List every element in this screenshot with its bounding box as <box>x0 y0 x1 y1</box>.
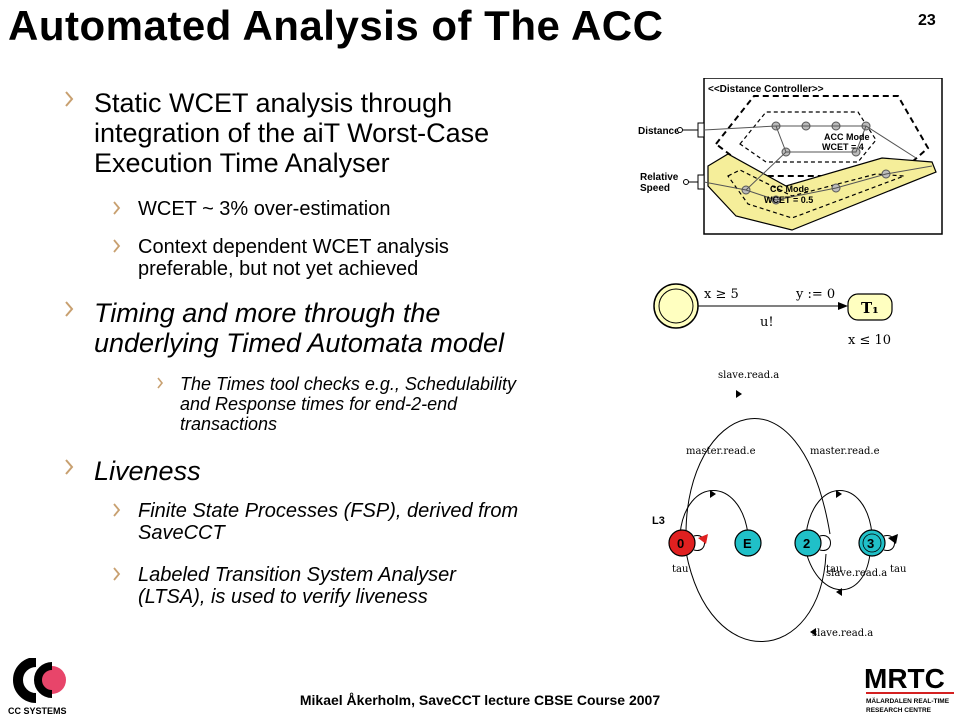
automaton-guard: x ≥ 5 <box>704 287 739 302</box>
slide-number: 23 <box>918 12 936 29</box>
input-relative-box <box>697 174 705 190</box>
mrtc-sub-1: MÄLARDALEN REAL-TIME <box>866 697 950 705</box>
mrtc-logo: MRTC MÄLARDALEN REAL-TIME RESEARCH CENTR… <box>864 663 954 714</box>
slide-title: Automated Analysis of The ACC <box>8 2 664 49</box>
tau-label-3: tau <box>890 564 907 575</box>
cc-systems-logo: CC SYSTEMS <box>8 658 67 716</box>
mrtc-rule <box>866 692 954 694</box>
arc-left <box>679 490 749 535</box>
bullet-text: Finite State Processes (FSP), derived fr… <box>138 500 519 544</box>
chevron-icon <box>64 301 94 317</box>
slide-footer: Mikael Åkerholm, SaveCCT lecture CBSE Co… <box>299 692 661 708</box>
cc-mode-inner <box>727 169 905 219</box>
automaton-invariant: x ≤ 10 <box>848 333 891 348</box>
arc-bottom1-label: slave.read.a <box>826 568 887 579</box>
input-relative-label-1: Relative <box>640 172 679 183</box>
lts-state-2 <box>794 529 822 557</box>
bullet-context-dependent: Context dependent WCET analysis preferab… <box>112 236 449 280</box>
acc-mode-label: ACC Mode <box>824 132 870 142</box>
bullet-liveness: Liveness <box>64 456 201 486</box>
bullet-text: Static WCET analysis through integration… <box>94 88 490 178</box>
bullet-text: Context dependent WCET analysis preferab… <box>138 236 449 280</box>
chevron-icon <box>64 91 94 107</box>
arc-right <box>805 490 873 535</box>
bullet-static-wcet: Static WCET analysis through integration… <box>64 88 489 178</box>
tau-label-2: tau <box>826 564 843 575</box>
controller-title: <<Distance Controller>> <box>708 84 824 95</box>
bullet-text: Timing and more through the underlying T… <box>94 298 504 358</box>
arc-right-label: master.read.e <box>810 446 880 457</box>
bullet-text: Liveness <box>94 456 201 486</box>
mrtc-logo-text: MRTC <box>864 663 945 694</box>
arc-left-label: master.read.e <box>686 446 756 457</box>
automaton-edge-arrow <box>838 302 848 310</box>
chevron-icon <box>112 201 138 215</box>
lts-state-label-2: 2 <box>803 536 810 551</box>
bullet-wcet-overestimation: WCET ~ 3% over-estimation <box>112 198 391 220</box>
input-distance-label: Distance <box>638 126 680 137</box>
lts-diagram: slave.read.a master.read.e master.read.e… <box>652 370 907 642</box>
input-relative-label-2: Speed <box>640 183 670 194</box>
automaton-sync: u! <box>760 315 774 330</box>
input-relative-port <box>683 179 689 185</box>
arc-top <box>685 418 831 535</box>
cc-wcet-label: WCET = 0.5 <box>764 195 813 205</box>
bullet-times-tool: The Times tool checks e.g., Schedulabili… <box>156 374 516 434</box>
bullet-text: Labeled Transition System Analyser (LTSA… <box>138 564 456 608</box>
bullet-text: The Times tool checks e.g., Schedulabili… <box>180 374 516 434</box>
mrtc-sub-2: RESEARCH CENTRE <box>866 707 932 714</box>
lts-state-label-0: 0 <box>677 536 684 551</box>
chevron-icon <box>112 239 138 253</box>
chevron-icon <box>112 503 138 517</box>
lts-state-0 <box>668 529 696 557</box>
automaton-reset: y := 0 <box>795 287 835 302</box>
automaton-state-target <box>847 293 893 321</box>
bullet-fsp: Finite State Processes (FSP), derived fr… <box>112 500 518 544</box>
automaton-target-label: T₁ <box>861 299 879 317</box>
lts-state-3-ring <box>862 533 882 553</box>
arc-top-label: slave.read.a <box>718 370 779 381</box>
lts-label: L3 <box>652 515 665 527</box>
lts-state-e <box>734 529 762 557</box>
chevron-icon <box>112 567 138 581</box>
acc-wcet-label: WCET = 4 <box>822 142 864 152</box>
input-distance-port <box>677 127 683 133</box>
cc-mode-label: CC Mode <box>770 184 809 194</box>
chevron-icon <box>156 377 180 389</box>
chevron-icon <box>64 459 94 475</box>
cc-mode-region <box>707 153 937 231</box>
distance-controller-diagram: <<Distance Controller>> Distance Relativ… <box>638 78 943 235</box>
bullet-timing: Timing and more through the underlying T… <box>64 298 504 358</box>
input-distance-box <box>697 122 705 138</box>
arc-bottom-outer <box>685 551 827 642</box>
bullet-text: WCET ~ 3% over-estimation <box>138 198 391 220</box>
cc-logo-text: CC SYSTEMS <box>8 706 67 716</box>
automaton-state-initial-inner <box>658 288 694 324</box>
tau-label-0: tau <box>672 564 689 575</box>
lts-state-label-3: 3 <box>867 536 874 551</box>
lts-state-label-e: E <box>743 536 752 551</box>
bullet-ltsa: Labeled Transition System Analyser (LTSA… <box>112 564 456 608</box>
timed-automaton-diagram: x ≥ 5 y := 0 u! T₁ x ≤ 10 <box>653 283 893 348</box>
arc-bottom2-label: slave.read.a <box>812 628 873 639</box>
